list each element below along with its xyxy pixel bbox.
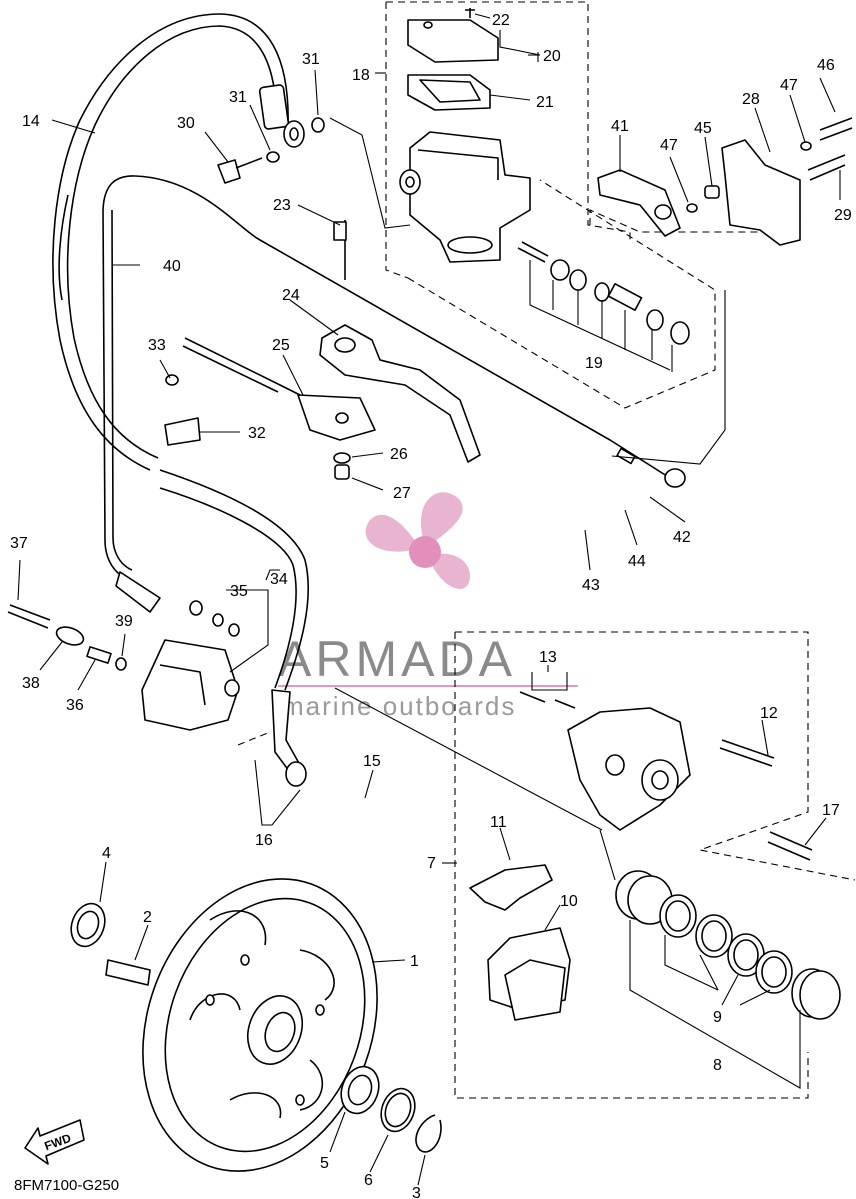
callout-37: 37 [10,535,28,552]
callout-20: 20 [543,48,561,65]
callout-35: 35 [230,583,248,600]
callout-24: 24 [282,287,300,304]
washers [70,902,442,1153]
callout-44: 44 [628,553,646,570]
callout-1: 1 [410,953,419,970]
callout-18: 18 [352,67,370,84]
callout-41: 41 [611,118,629,135]
callout-28: 28 [742,91,760,108]
callout-34: 34 [270,571,288,588]
clutch-lever [182,337,376,480]
watermark: ARMADA marine outboards [278,492,578,721]
pedal-bracket [597,117,853,246]
callout-30: 30 [177,115,195,132]
pads [469,864,571,1021]
callout-22: 22 [492,12,510,29]
callout-36: 36 [66,697,84,714]
caliper-left [7,600,240,731]
callout-19: 19 [585,355,603,372]
callout-31b: 31 [302,51,320,68]
fasteners-top [164,117,325,446]
callouts: 1 2 3 4 5 6 7 8 9 10 11 12 13 14 15 16 1… [10,12,852,1199]
callout-42: 42 [673,529,691,546]
diagram-code: 8FM7100-G250 [14,1177,119,1194]
callout-43: 43 [582,577,600,594]
callout-23: 23 [273,197,291,214]
brake-hose [52,13,305,471]
callout-32: 32 [248,425,266,442]
callout-2: 2 [143,909,152,926]
callout-46: 46 [817,57,835,74]
armada-logo-icon [365,492,470,589]
callout-7: 7 [427,855,436,872]
callout-27: 27 [393,485,411,502]
callout-8: 8 [713,1057,722,1074]
master-cylinder [399,8,531,263]
callout-10: 10 [560,893,578,910]
brake-lever [319,220,481,463]
callout-47a: 47 [660,137,678,154]
brake-hose-lower [159,469,310,787]
callout-21: 21 [536,94,554,111]
callout-25: 25 [272,337,290,354]
callout-17: 17 [822,802,840,819]
callout-14: 14 [22,113,40,130]
callout-12: 12 [760,705,778,722]
piston-kit [517,241,690,372]
callout-6: 6 [364,1172,373,1189]
callout-33: 33 [148,337,166,354]
caliper-pistons [615,870,841,1020]
callout-16: 16 [255,832,273,849]
callout-4: 4 [102,845,111,862]
callout-38: 38 [22,675,40,692]
callout-39: 39 [115,613,133,630]
watermark-brand: ARMADA [278,631,516,687]
callout-29: 29 [834,207,852,224]
brake-disc [142,878,378,1172]
callout-47b: 47 [780,77,798,94]
callout-26: 26 [390,446,408,463]
callout-15: 15 [363,753,381,770]
leader-lines [17,13,841,1186]
callout-40: 40 [163,258,181,275]
callout-11: 11 [490,814,507,831]
callout-31a: 31 [229,89,247,106]
caliper-right [519,691,813,861]
callout-5: 5 [320,1155,329,1172]
cable [102,175,686,613]
callout-13: 13 [539,649,557,666]
callout-9: 9 [713,1009,722,1026]
callout-3: 3 [412,1185,421,1199]
watermark-tagline: marine outboards [282,691,516,721]
callout-45: 45 [694,120,712,137]
group-boxes [237,1,856,1099]
fwd-arrow-icon: FWD [24,1119,85,1165]
